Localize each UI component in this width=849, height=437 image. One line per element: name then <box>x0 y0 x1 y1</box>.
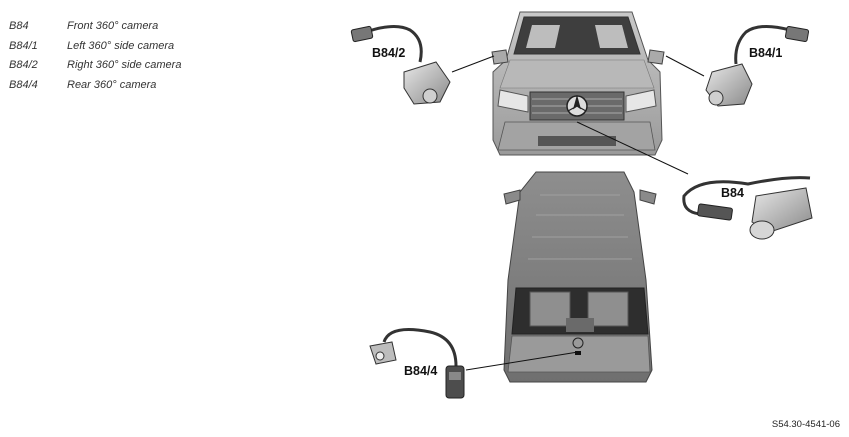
document-reference: S54.30-4541-06 <box>771 419 840 430</box>
legend: B84 Front 360° camera B84/1 Left 360° side… <box>9 17 181 95</box>
van-rear-view <box>503 171 657 383</box>
legend-row-right: B84/2 Right 360° side camera <box>9 56 181 76</box>
callout-b84-4: B84/4 <box>404 364 438 378</box>
callout-b84-2: B84/2 <box>372 46 406 60</box>
callout-b84-1: B84/1 <box>749 46 783 60</box>
leader-b84-1 <box>665 55 705 77</box>
legend-row-rear: B84/4 Rear 360° camera <box>9 76 181 96</box>
leader-b84 <box>576 121 689 175</box>
callout-b84: B84 <box>721 186 744 200</box>
legend-code: B84/2 <box>9 59 38 71</box>
camera-b84-4 <box>369 328 465 399</box>
leader-b84-4 <box>465 351 579 371</box>
legend-desc: Left 360° side camera <box>67 39 175 52</box>
legend-code: B84/1 <box>9 39 38 52</box>
legend-code: B84/4 <box>9 78 38 91</box>
camera-b84 <box>682 176 813 240</box>
legend-desc: Right 360° side camera <box>67 59 182 71</box>
legend-row-left: B84/1 Left 360° side camera <box>9 37 181 57</box>
legend-desc: Front 360° camera <box>67 20 159 32</box>
van-front-view <box>491 11 665 156</box>
legend-row-front: B84 Front 360° camera <box>9 17 181 37</box>
leader-b84-2 <box>451 55 495 73</box>
legend-desc: Rear 360° camera <box>67 78 157 91</box>
camera-b84-1 <box>705 25 810 107</box>
camera-b84-2 <box>350 25 451 105</box>
legend-code: B84 <box>9 20 29 32</box>
